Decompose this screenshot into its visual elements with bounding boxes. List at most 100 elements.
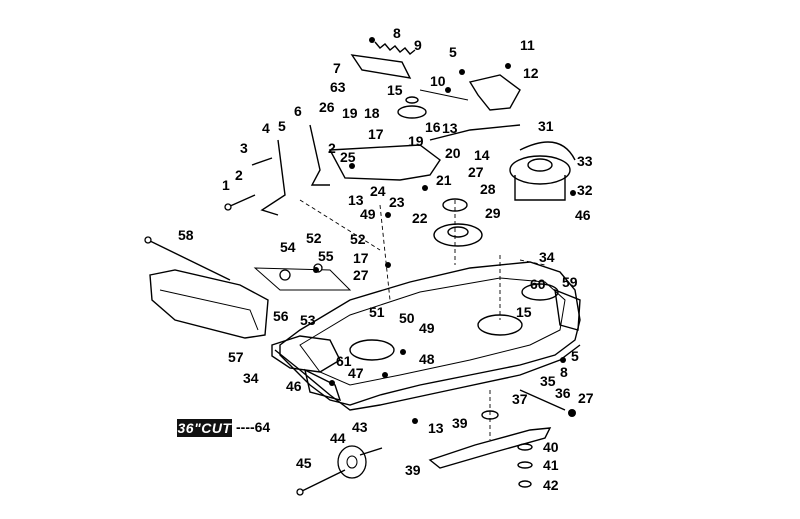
callout: 60 xyxy=(530,276,546,292)
callout: 5 xyxy=(278,118,286,134)
bracket-washer xyxy=(279,269,291,281)
callout: 61 xyxy=(336,353,352,369)
chute-rod-end xyxy=(144,236,152,244)
assembly-line-2 xyxy=(379,204,391,301)
callout: 1 xyxy=(222,177,230,193)
right-spindle-pulley xyxy=(509,155,571,185)
discharge-chute xyxy=(149,269,269,339)
anchor-bolt xyxy=(329,380,335,386)
callout: 54 xyxy=(280,239,296,255)
callout: 46 xyxy=(286,378,302,394)
bolt-13-lower xyxy=(412,418,418,424)
callout: 23 xyxy=(389,194,405,210)
callout: 37 xyxy=(512,391,528,407)
bolt-head-45 xyxy=(296,488,304,496)
callout: 2 xyxy=(235,167,243,183)
gauge-wheel-hub xyxy=(346,455,358,469)
idler-bracket xyxy=(328,144,441,181)
callout: 3 xyxy=(240,140,248,156)
callout: 34 xyxy=(539,249,555,265)
callout: 47 xyxy=(348,365,364,381)
screw-5-top xyxy=(459,69,465,75)
callout: 57 xyxy=(228,349,244,365)
callout: 52 xyxy=(350,231,366,247)
callout: 25 xyxy=(340,149,356,165)
lift-arm-6 xyxy=(309,124,330,186)
bolt-3 xyxy=(251,157,273,166)
cut-size-badge: 36"CUT xyxy=(177,419,232,437)
callout: 48 xyxy=(419,351,435,367)
callout: 18 xyxy=(364,105,380,121)
deck-lower-skirt xyxy=(274,344,581,411)
deck-right-opening xyxy=(521,283,559,301)
nut-17 xyxy=(385,262,391,268)
callout: 36 xyxy=(555,385,571,401)
nut-32 xyxy=(570,190,576,196)
callout: 63 xyxy=(330,79,346,95)
callout: 56 xyxy=(273,308,289,324)
bolt-1-head xyxy=(224,203,232,211)
center-pulley-hub xyxy=(447,226,469,238)
belt-guard xyxy=(468,74,521,111)
callout: 49 xyxy=(360,206,376,222)
callout: 15 xyxy=(387,82,403,98)
callout: 5 xyxy=(571,348,579,364)
right-deck-bracket xyxy=(554,288,581,331)
callout: 28 xyxy=(480,181,496,197)
bolt-35 xyxy=(519,389,566,411)
nut-8-right xyxy=(560,357,566,363)
callout: 27 xyxy=(578,390,594,406)
callout: 39 xyxy=(405,462,421,478)
spring-bracket xyxy=(350,54,412,79)
callout: 32 xyxy=(577,182,593,198)
callout: 35 xyxy=(540,373,556,389)
callout: 52 xyxy=(306,230,322,246)
callout: 11 xyxy=(520,37,535,53)
blade-washer-41 xyxy=(517,461,533,469)
nut-48 xyxy=(400,349,406,355)
callout: 27 xyxy=(468,164,484,180)
callout: 13 xyxy=(442,120,458,136)
callout: 8 xyxy=(560,364,568,380)
upper-pulley-hub xyxy=(405,96,419,104)
callout: 29 xyxy=(485,205,501,221)
callout: 46 xyxy=(575,207,591,223)
callout: 7 xyxy=(333,60,341,76)
right-spindle-hub xyxy=(527,158,553,172)
callout: 8 xyxy=(393,25,401,41)
callout: 51 xyxy=(369,304,385,320)
callout: 15 xyxy=(516,304,532,320)
gauge-wheel-bolt xyxy=(299,469,346,493)
right-spindle-housing xyxy=(514,175,566,201)
assembly-line-6 xyxy=(519,259,546,266)
callout: 58 xyxy=(178,227,194,243)
tension-spring xyxy=(374,41,416,55)
callout: 49 xyxy=(419,320,435,336)
callout: 2 xyxy=(328,140,336,156)
blade-spacer xyxy=(481,410,499,420)
chute-rod xyxy=(147,239,231,281)
assembly-line-1 xyxy=(299,199,381,251)
belt-31 xyxy=(519,141,576,161)
nut-21 xyxy=(422,185,428,191)
callout: 6 xyxy=(294,103,302,119)
callout: 31 xyxy=(538,118,554,134)
callout: 13 xyxy=(348,192,364,208)
callout: 43 xyxy=(352,419,368,435)
nut-52 xyxy=(313,267,319,273)
deck-inner-rim xyxy=(299,277,566,386)
callout: 17 xyxy=(353,250,369,266)
callout: 33 xyxy=(577,153,593,169)
callout: 19 xyxy=(408,133,424,149)
callout: 45 xyxy=(296,455,312,471)
callout: 34 xyxy=(243,370,259,386)
bolt-1 xyxy=(227,194,256,208)
callout: 40 xyxy=(543,439,559,455)
nut-47 xyxy=(382,372,388,378)
chute-ridge xyxy=(159,289,259,331)
callout: 19 xyxy=(342,105,358,121)
callout: 42 xyxy=(543,477,559,493)
axle-43 xyxy=(359,447,383,456)
